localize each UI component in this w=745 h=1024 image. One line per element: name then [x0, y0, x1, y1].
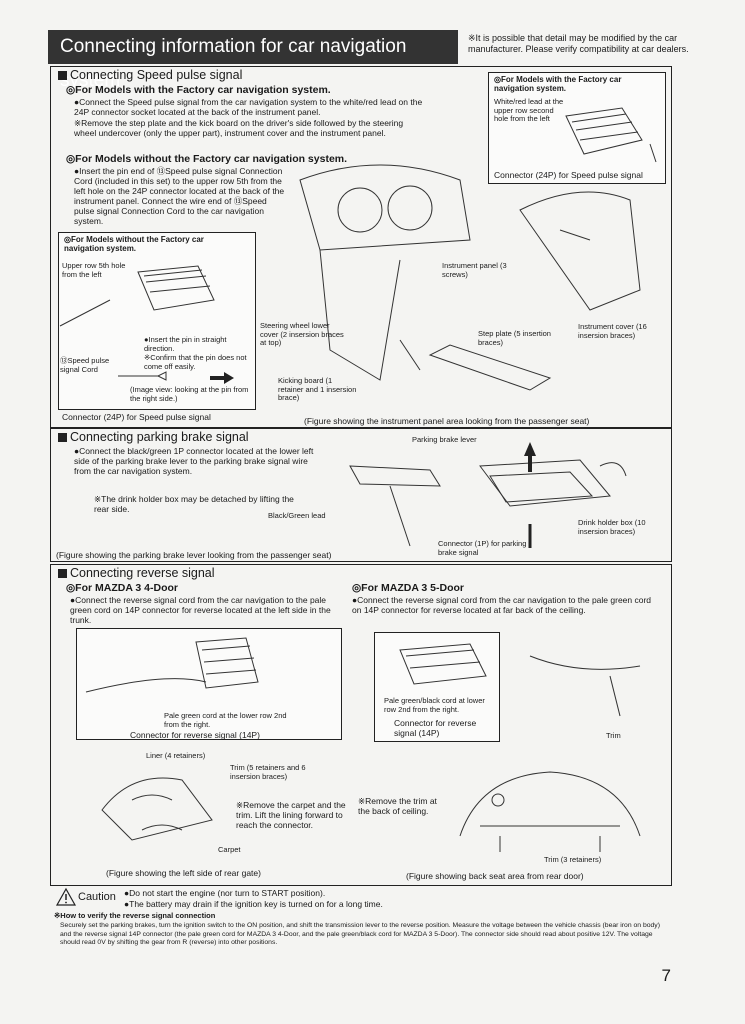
speed-inset-heading: ◎For Models without the Factory car navi…	[64, 235, 204, 253]
m5-figure-caption: (Figure showing back seat area from rear…	[406, 871, 584, 881]
m4-connector-label: Connector for reverse signal (14P)	[130, 730, 260, 740]
m5-rear-illustration	[459, 771, 641, 852]
compatibility-note: ※It is possible that detail may be modif…	[468, 33, 689, 54]
speed-inset-insert: ●Insert the pin in straight direction.	[144, 335, 227, 353]
label-parking-connector: Connector (1P) for parking brake signal	[438, 539, 527, 557]
speed-factory-text: ●Connect the Speed pulse signal from the…	[74, 97, 423, 117]
m4-figure-caption: (Figure showing the left side of rear ga…	[106, 868, 261, 878]
speed-factory-note: ※Remove the step plate and the kick boar…	[74, 118, 404, 138]
speed-inset-box	[58, 232, 256, 410]
m5-trim: Trim	[606, 731, 621, 740]
warning-icon	[55, 887, 77, 906]
caution-label: Caution	[78, 891, 116, 903]
m4-pale-green: Pale green cord at the lower row 2nd fro…	[164, 711, 287, 729]
parking-text: ●Connect the black/green 1P connector lo…	[74, 446, 314, 476]
howto-text: Securely set the parking brakes, turn th…	[60, 922, 660, 946]
speed-right-heading: ◎For Models with the Factory car navigat…	[494, 75, 622, 93]
speed-inset-confirm: ※Confirm that the pin does not come off …	[144, 353, 247, 371]
speed-inset-cord: ⑬Speed pulse signal Cord	[60, 356, 110, 374]
m5-heading: ◎For MAZDA 3 5-Door	[352, 582, 465, 594]
speed-right-caption: Connector (24P) for Speed pulse signal	[494, 170, 643, 180]
speed-inset-pin-drawing	[118, 371, 234, 384]
parking-illustration	[349, 442, 627, 548]
m5-trim-retainers: Trim (3 retainers)	[544, 855, 602, 864]
m4-liner: Liner (4 retainers)	[146, 751, 206, 760]
speed-inset-upper: Upper row 5th hole from the left	[62, 261, 126, 279]
parking-heading: Connecting parking brake signal	[58, 430, 249, 444]
speed-without-text: ●Insert the pin end of ⑬Speed pulse sign…	[74, 166, 285, 226]
parking-note: ※The drink holder box may be detached by…	[94, 494, 294, 514]
label-instrument-cover: Instrument cover (16 insersion braces)	[578, 322, 647, 340]
speed-without-heading: ◎For Models without the Factory car navi…	[66, 153, 348, 165]
speed-inset-connector-drawing	[59, 265, 215, 327]
howto-heading: ※How to verify the reverse signal connec…	[54, 911, 216, 920]
caution-line-1: ●Do not start the engine (nor turn to ST…	[124, 888, 326, 898]
m5-pale-green: Pale green/black cord at lower row 2nd f…	[384, 696, 485, 714]
label-step-plate: Step plate (5 insertion braces)	[478, 329, 551, 347]
m4-carpet: Carpet	[218, 845, 241, 854]
m5-detail-box	[374, 632, 500, 742]
m5-connector-drawing	[399, 643, 641, 717]
reverse-heading: Connecting reverse signal	[58, 566, 215, 580]
m5-connector-label: Connector for reverse signal (14P)	[394, 718, 477, 738]
speed-right-connector-drawing	[565, 107, 657, 163]
speed-inset-caption: Connector (24P) for Speed pulse signal	[62, 412, 211, 422]
speed-right-lead: White/red lead at the upper row second h…	[494, 97, 564, 123]
label-steering-cover: Steering wheel lower cover (2 insersion …	[260, 321, 344, 347]
label-kicking-board: Kicking board (1 retainer and 1 insersio…	[278, 376, 357, 402]
page-number: 7	[661, 966, 671, 985]
speed-section	[50, 66, 672, 428]
label-black-green-lead: Black/Green lead	[268, 511, 326, 520]
label-instrument-panel: Instrument panel (3 screws)	[442, 261, 507, 279]
parking-figure-caption: (Figure showing the parking brake lever …	[56, 550, 332, 560]
parking-section	[50, 428, 672, 562]
page-title: Connecting information for car navigatio…	[48, 30, 458, 91]
m4-trunk-illustration	[101, 777, 213, 841]
speed-factory-box	[488, 72, 666, 184]
speed-heading: Connecting Speed pulse signal	[58, 68, 242, 82]
label-parking-lever: Parking brake lever	[412, 435, 477, 444]
speed-inset-view: (Image view: looking at the pin from the…	[130, 385, 249, 403]
label-drink-holder: Drink holder box (10 insersion braces)	[578, 518, 646, 536]
speed-factory-heading: ◎For Models with the Factory car navigat…	[66, 84, 331, 96]
m5-text: ●Connect the reverse signal cord from th…	[352, 595, 652, 615]
m4-connector-drawing	[85, 637, 259, 693]
speed-figure-caption: (Figure showing the instrument panel are…	[304, 416, 590, 426]
m4-heading: ◎For MAZDA 3 4-Door	[66, 582, 179, 594]
m4-remove-note: ※Remove the carpet and the trim. Lift th…	[236, 800, 346, 830]
caution-line-2: ●The battery may drain if the ignition k…	[124, 899, 383, 909]
m4-trim: Trim (5 retainers and 6 insersion braces…	[230, 763, 306, 781]
m5-remove-note: ※Remove the trim at the back of ceiling.	[358, 796, 437, 816]
reverse-section	[50, 564, 672, 886]
m4-text: ●Connect the reverse signal cord from th…	[70, 595, 331, 625]
dashboard-illustration	[299, 164, 641, 391]
